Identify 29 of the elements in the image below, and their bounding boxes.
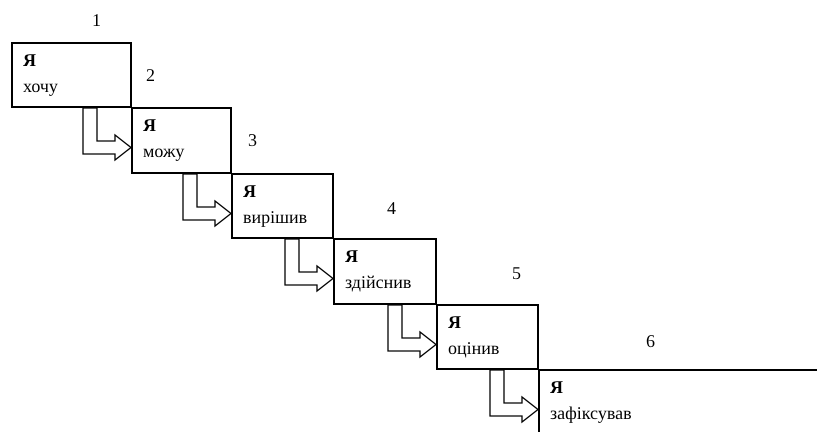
step-box (436, 304, 539, 370)
block-arrow (284, 238, 334, 292)
step-number: 6 (646, 330, 655, 352)
step-text: можу (143, 140, 184, 163)
step-box (333, 238, 437, 305)
block-arrow (387, 304, 438, 358)
step-box (11, 42, 132, 108)
step-text: зафіксував (550, 402, 632, 425)
step-number: 1 (92, 9, 101, 31)
step-text: здійснив (345, 271, 412, 294)
step-box (538, 369, 817, 432)
step-heading: Я (243, 180, 256, 203)
step-heading: Я (345, 245, 358, 268)
step-box (231, 173, 334, 239)
step-box (131, 107, 232, 174)
step-heading: Я (550, 376, 563, 399)
block-arrow (489, 369, 540, 424)
step-text: вирішив (243, 206, 308, 229)
step-heading: Я (143, 114, 156, 137)
block-arrow (182, 173, 232, 228)
step-number: 5 (512, 262, 521, 284)
step-text: хочу (23, 75, 58, 98)
step-text: оцінив (448, 337, 500, 360)
step-number: 4 (387, 197, 396, 219)
block-arrow (82, 107, 132, 162)
step-heading: Я (23, 49, 36, 72)
step-heading: Я (448, 311, 461, 334)
step-number: 2 (146, 64, 155, 86)
step-number: 3 (248, 129, 257, 151)
